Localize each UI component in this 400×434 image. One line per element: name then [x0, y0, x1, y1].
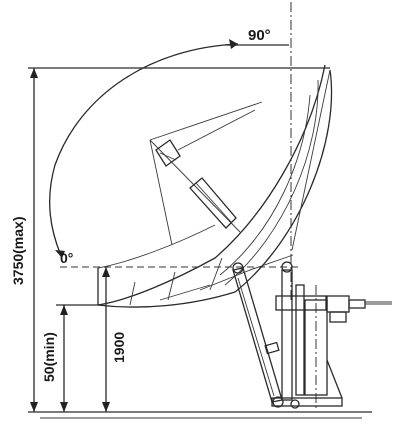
base-bolt: [290, 399, 300, 409]
elevation-pivot: [281, 261, 293, 273]
arrowhead: [60, 402, 68, 412]
min-clearance-label: 50(min): [41, 332, 57, 382]
motor-gearbox: [348, 299, 366, 309]
dimension-max-height: 3750(max): [10, 67, 330, 412]
reflector-lip: [97, 224, 216, 269]
arc-arrowhead-bottom: [55, 250, 65, 258]
feed-strut: [177, 109, 256, 151]
pedestal: [271, 261, 392, 410]
angle-90-label: 90°: [248, 27, 271, 44]
reflector-hub: [189, 177, 237, 229]
reflector-rib: [249, 254, 294, 271]
reflector-rib: [167, 271, 176, 301]
arc-arrowhead-top: [229, 39, 238, 49]
reflector-back-shell: [97, 69, 333, 308]
feed-horn-detail: [159, 152, 177, 161]
feed-strut: [149, 101, 263, 141]
base-plate: [271, 397, 343, 407]
angle-0-label: 0°: [60, 250, 73, 266]
arrowhead: [30, 68, 38, 78]
arrowhead: [60, 305, 68, 315]
reflector-rib: [199, 267, 256, 291]
reflector-rib: [129, 281, 136, 306]
actuator-rod: [237, 277, 275, 397]
elevation-actuator: [232, 262, 284, 408]
axis-height-label: 1900: [111, 332, 127, 363]
elevation-arc: [49, 43, 239, 259]
pedestal-brace: [326, 359, 343, 399]
azimuth-motor: [326, 295, 350, 313]
arrowhead: [102, 267, 110, 277]
arrowhead: [102, 402, 110, 412]
reflector-inner-contour-2: [219, 94, 311, 276]
reflector-dish: [97, 64, 333, 308]
feed-support: [149, 101, 263, 246]
max-height-label: 3750(max): [10, 217, 26, 286]
reflector-inner-contour: [224, 79, 319, 286]
dimension-min-clearance: 50(min): [41, 304, 100, 412]
reflector-rib: [159, 284, 211, 301]
reflector-rib: [209, 257, 223, 291]
pedestal-inner-column: [295, 284, 305, 396]
actuator-collar: [264, 341, 280, 355]
feed-strut: [149, 139, 173, 246]
actuator-bottom-pivot: [272, 396, 284, 408]
motor-base: [329, 311, 347, 323]
arrowhead: [30, 402, 38, 412]
hub-detail: [195, 182, 233, 224]
feed-horn: [155, 139, 181, 167]
dimension-axis-height: 1900: [102, 267, 127, 412]
azimuth-housing: [275, 295, 327, 311]
feed-strut: [149, 139, 241, 233]
reflector-rim: [97, 64, 326, 306]
reflector-rib: [291, 69, 331, 251]
pedestal-left-column: [281, 269, 293, 401]
